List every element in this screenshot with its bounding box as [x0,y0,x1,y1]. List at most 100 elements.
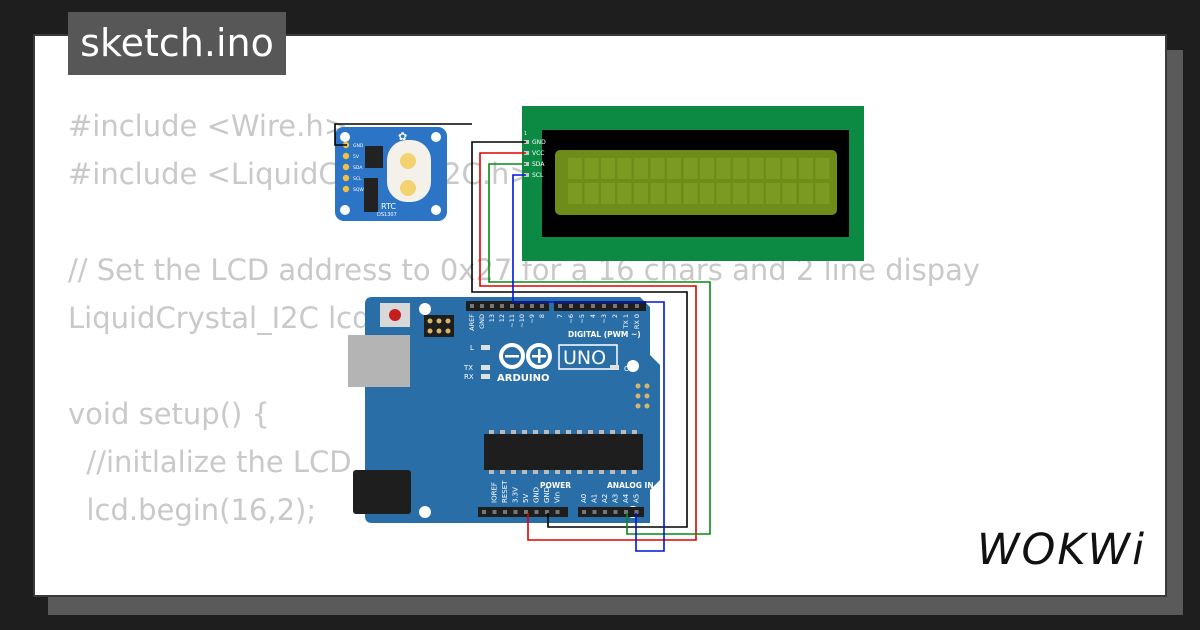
header-pin[interactable] [510,304,514,308]
header-pin[interactable] [558,304,562,308]
header-pin[interactable] [482,510,486,514]
icsp-pin [445,318,451,324]
digital-pin-label: ~11 [508,314,516,328]
lcd-cell [716,183,731,204]
icsp-pin [427,318,433,324]
wire-scl[interactable] [512,174,665,552]
lcd-cell [650,158,665,179]
board-mount-hole [419,303,431,315]
header-pin[interactable] [545,510,549,514]
lcd-pin-scl[interactable] [524,173,529,177]
lcd-cell [683,183,698,204]
header-pin[interactable] [503,510,507,514]
chip-pin [566,430,571,434]
chip-pin [544,470,549,474]
header-pin[interactable] [592,510,597,514]
rtc-pin-pad[interactable] [342,185,350,193]
rtc-mount-hole [431,132,441,142]
lcd-cell [700,158,714,179]
header-pin[interactable] [634,510,639,514]
header-pin[interactable] [480,304,484,308]
lcd-character-grid [568,158,830,204]
lcd-cell [766,158,780,179]
header-pin[interactable] [490,304,494,308]
power-pin-label: Vin [554,492,562,503]
header-pin[interactable] [624,510,628,514]
rtc-module[interactable]: GND 5V SDA SCL SQW ✿ RTC DS1307 [335,127,447,221]
lcd-module[interactable]: 1 GND VCC SDA SCL [522,106,864,261]
lcd-cell [749,158,764,179]
lcd-cell [799,158,813,179]
battery-contact [400,153,416,169]
digital-header-pins [470,304,639,308]
rtc-pin-pad[interactable] [342,163,350,171]
lcd-pin1-label: 1 [524,131,527,137]
icsp-pin [427,328,433,334]
chip-pin [621,430,626,434]
wire-gnd[interactable] [471,141,688,528]
power-pin-label: GND [543,487,551,503]
header-pin[interactable] [635,304,639,308]
header-pin[interactable] [520,304,524,308]
led-l-label: L [470,344,474,352]
power-pin-label: IOREF [491,482,499,503]
reset-button-cap[interactable] [389,309,401,321]
lcd-cell [799,183,813,204]
wire-rtc-gnd[interactable] [334,123,472,146]
chip-pin [599,430,604,434]
chip-pin [555,470,560,474]
lcd-cell [667,158,681,179]
wokwi-logo: WOKWi [977,525,1144,575]
lcd-cell [782,158,797,179]
header-pin[interactable] [534,510,539,514]
header-pin[interactable] [540,304,544,308]
digital-label: DIGITAL (PWM ~) [568,330,641,339]
file-name-tag: sketch.ino [68,12,286,75]
header-pin[interactable] [569,304,573,308]
analog-header [578,507,644,517]
chip-pin [489,430,494,434]
header-pin[interactable] [624,304,628,308]
header-pin[interactable] [603,510,607,514]
rtc-pin-label: GND [353,143,364,149]
wire-sda[interactable] [488,163,711,535]
wire-vcc[interactable] [479,152,697,541]
rtc-pin-pad[interactable] [342,174,350,182]
header-pin[interactable] [591,304,595,308]
code-line: #include <Wire.h> [68,109,349,143]
chip-pin [555,430,560,434]
rtc-chip-label: DS1307 [377,212,397,218]
chip-pin [632,430,637,434]
digital-pin-label: AREF [468,314,476,331]
bottom-header-pins [482,510,639,514]
icsp-pin [445,328,451,334]
power-jack [353,470,411,514]
uno-badge [558,344,618,370]
header-pin[interactable] [582,510,586,514]
lcd-pin-vcc[interactable] [524,151,529,155]
header-pin[interactable] [530,304,534,308]
lcd-cell [650,183,665,204]
analog-pin-label: A3 [612,494,620,503]
header-pin[interactable] [613,510,618,514]
header-pin[interactable] [492,510,497,514]
header-pin[interactable] [580,304,584,308]
lcd-cell [568,183,582,204]
lcd-pin-sda[interactable] [524,162,529,166]
lcd-pin-gnd[interactable] [524,140,529,144]
icsp2-pin [635,393,641,399]
header-pin[interactable] [613,304,617,308]
header-pin[interactable] [602,304,606,308]
header-pin[interactable] [513,510,518,514]
usb-port [348,335,410,387]
header-pin[interactable] [524,510,528,514]
header-pin[interactable] [470,304,474,308]
lcd-pin-label: VCC [532,150,544,157]
rtc-pin-pad[interactable] [342,152,350,160]
header-pin[interactable] [555,510,560,514]
rtc-pin-label: SCL [353,176,362,182]
digital-pin-label: 4 [589,314,597,318]
header-pin[interactable] [500,304,504,308]
